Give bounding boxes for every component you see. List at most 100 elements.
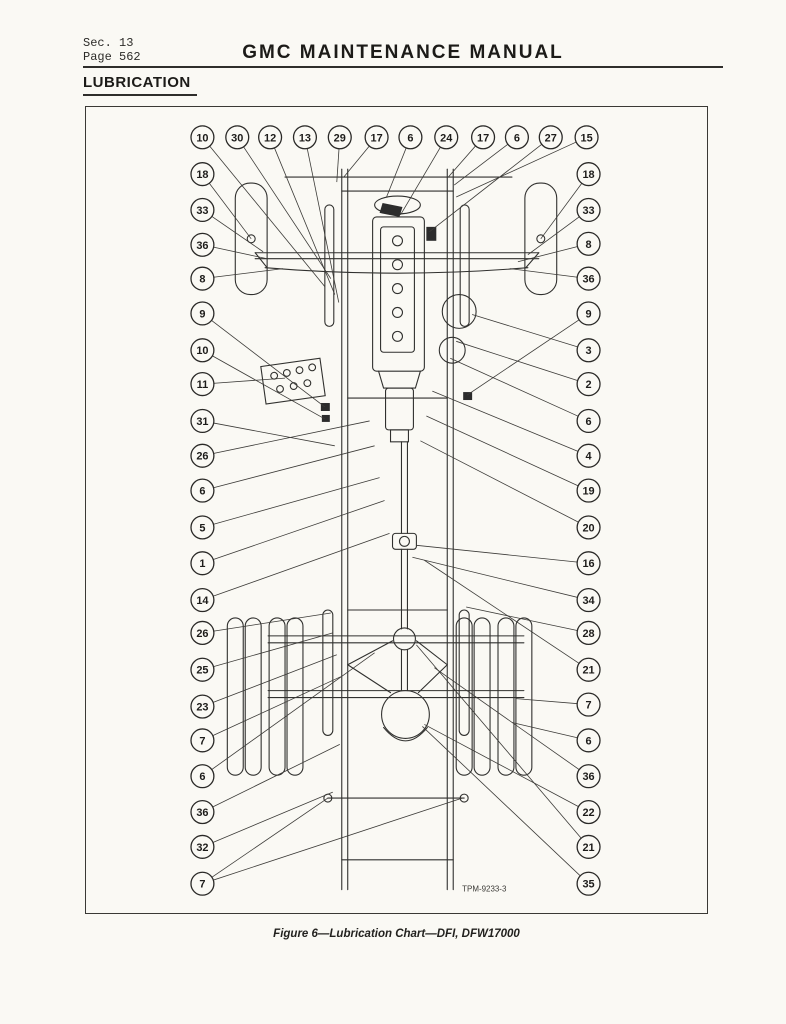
- callout-circle: [576, 372, 601, 397]
- callout-31: 31: [190, 408, 215, 434]
- callout-circle: [190, 587, 215, 613]
- callout-6: 6: [190, 478, 215, 503]
- leader-line-27: [429, 136, 551, 233]
- callout-28: 28: [576, 620, 601, 645]
- callout-circle: [190, 443, 215, 468]
- callout-number: 6: [514, 132, 520, 144]
- callout-circle: [538, 125, 563, 150]
- callout-circle: [576, 764, 601, 789]
- callout-number: 6: [586, 735, 592, 747]
- callout-circle: [576, 231, 601, 256]
- callout-number: 10: [196, 345, 208, 357]
- callout-number: 6: [407, 132, 413, 144]
- callout-circle: [576, 162, 601, 187]
- callout-circle: [574, 125, 599, 150]
- callout-number: 6: [586, 416, 592, 428]
- figure-caption: Figure 6—Lubrication Chart—DFI, DFW17000: [273, 928, 520, 940]
- callout-circle: [576, 515, 601, 540]
- callout-circle: [190, 764, 215, 789]
- callout-circle: [576, 266, 601, 291]
- callout-7: 7: [576, 692, 601, 717]
- callout-21: 21: [576, 657, 601, 682]
- callout-circle: [576, 799, 601, 825]
- callout-number: 21: [582, 842, 594, 854]
- page-number: Page 562: [83, 50, 141, 64]
- callout-circle: [576, 551, 601, 576]
- leader-line-11: [202, 377, 286, 385]
- callout-circle: [190, 728, 215, 753]
- callout-number: 2: [586, 379, 592, 391]
- callout-circle: [190, 834, 215, 859]
- callout-circle: [190, 162, 215, 187]
- callout-number: 18: [196, 169, 208, 181]
- callout-number: 11: [197, 379, 209, 391]
- callout-circle: [190, 266, 215, 291]
- leader-line-9: [466, 313, 589, 396]
- callout-circle: [327, 125, 352, 150]
- callout-number: 28: [582, 628, 594, 640]
- callout-circle: [576, 587, 601, 613]
- section-heading: LUBRICATION: [83, 74, 197, 96]
- callout-circle: [576, 657, 601, 682]
- leader-line-9: [202, 313, 326, 408]
- leader-line-18: [202, 173, 252, 240]
- leader-line-7: [515, 698, 589, 705]
- leader-line-34: [412, 556, 589, 601]
- callout-number: 7: [199, 735, 205, 747]
- callout-circle: [190, 301, 215, 326]
- callout-number: 36: [582, 274, 594, 286]
- lubrication-diagram: 1030121329176241762715183336891011312665…: [190, 125, 601, 896]
- leader-line-6: [450, 357, 589, 422]
- callout-17: 17: [364, 125, 389, 150]
- callout-number: 9: [586, 308, 592, 320]
- callout-number: 24: [440, 132, 453, 144]
- callout-circle: [576, 620, 601, 645]
- callout-circle: [190, 478, 215, 503]
- callout-circle: [190, 799, 215, 825]
- callout-14: 14: [190, 587, 215, 613]
- callout-circle: [576, 728, 601, 753]
- callout-36: 36: [190, 799, 215, 825]
- callout-number: 18: [582, 169, 594, 181]
- callout-circle: [434, 125, 459, 150]
- leader-line-22: [424, 724, 589, 813]
- callout-circle: [190, 232, 215, 257]
- callout-6: 6: [576, 728, 601, 753]
- leader-line-35: [422, 726, 589, 884]
- manual-title: GMC MAINTENANCE MANUAL: [242, 42, 564, 63]
- callout-16: 16: [576, 551, 601, 576]
- callout-12: 12: [258, 125, 283, 150]
- callout-15: 15: [574, 125, 599, 150]
- leader-lines: [202, 136, 589, 885]
- callout-number: 13: [299, 132, 311, 144]
- callout-number: 36: [582, 771, 594, 783]
- callout-36: 36: [576, 764, 601, 789]
- leader-line-26: [202, 612, 331, 634]
- callout-26: 26: [190, 443, 215, 468]
- leader-line-18: [540, 173, 589, 240]
- callout-35: 35: [576, 871, 601, 896]
- callout-22: 22: [576, 799, 601, 825]
- header-rule: [83, 66, 723, 68]
- leader-line-31: [202, 420, 335, 447]
- callout-6: 6: [190, 764, 215, 789]
- callout-number: 6: [199, 771, 205, 783]
- leader-line-21: [416, 644, 589, 848]
- callout-number: 26: [196, 451, 208, 463]
- callout-circle: [190, 408, 215, 434]
- callout-circle: [576, 834, 601, 859]
- page-header-info: Sec. 13 Page 562: [83, 36, 141, 64]
- callout-number: 12: [264, 132, 276, 144]
- leader-line-21: [424, 559, 589, 671]
- leader-line-10: [202, 349, 326, 420]
- leader-line-12: [269, 137, 336, 295]
- callout-number: 17: [371, 132, 383, 144]
- callout-circle: [470, 125, 496, 150]
- leader-line-36: [434, 667, 589, 777]
- callout-circle: [576, 197, 601, 223]
- callout-7: 7: [190, 728, 215, 753]
- callout-number: 14: [196, 595, 209, 607]
- callout-29: 29: [327, 125, 352, 150]
